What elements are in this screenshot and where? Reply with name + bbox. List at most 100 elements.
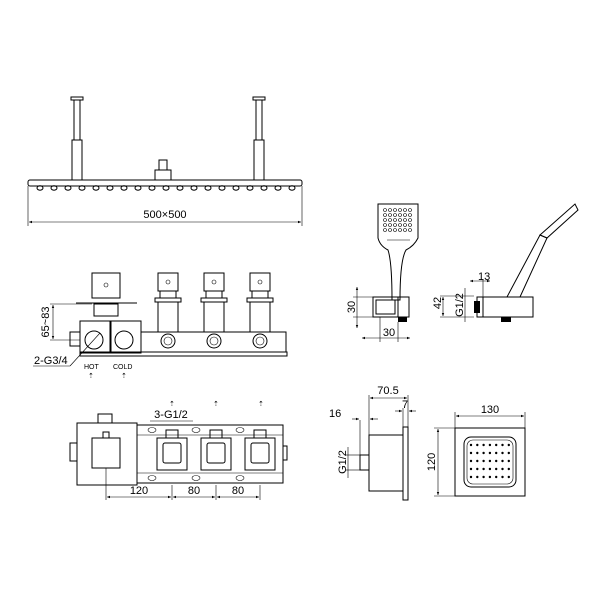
handle — [249, 272, 271, 292]
jet-hole — [488, 459, 492, 463]
spray-hole — [388, 228, 392, 232]
jet-depth-label: 70.5 — [377, 385, 398, 397]
jet-height-label: 120 — [426, 453, 438, 471]
spacing-label-1: 120 — [130, 485, 148, 497]
svg-text:⇡: ⇡ — [88, 372, 94, 380]
jet-hole — [501, 451, 504, 455]
outlet — [253, 429, 267, 439]
jet-hole — [476, 459, 479, 463]
hand-shower-front: 30 30 — [346, 203, 419, 342]
handle-dot — [165, 279, 171, 285]
jet-hole — [507, 459, 510, 463]
hand-height-label: 30 — [346, 301, 358, 313]
spray-hole — [393, 213, 397, 217]
handle-neck — [159, 290, 177, 299]
slot — [147, 427, 157, 433]
svg-text:⇡: ⇡ — [213, 400, 219, 408]
hand-shower-side: 13 42 G1/2 — [432, 203, 579, 322]
spray-hole — [403, 213, 407, 217]
module-cap — [250, 442, 270, 464]
spray-hole — [383, 208, 387, 212]
outlet — [209, 429, 223, 439]
jet-hole — [495, 443, 498, 447]
spray-hole — [403, 218, 407, 222]
port-inner — [209, 336, 219, 346]
handle — [203, 272, 225, 292]
nozzle — [92, 185, 100, 191]
valve-depth-label: 65~83 — [40, 307, 52, 338]
spacing-label-2: 80 — [188, 485, 200, 497]
jet-hole — [488, 475, 492, 479]
port — [206, 333, 222, 349]
handle — [157, 272, 179, 292]
jet-hole — [488, 467, 492, 471]
rain-shower-size-label: 500×500 — [143, 209, 186, 221]
port-inner — [255, 336, 265, 346]
spray-hole — [383, 223, 387, 227]
port — [160, 333, 176, 349]
jet-hole — [501, 475, 504, 479]
jet-hole — [482, 475, 485, 479]
hand-width-label: 30 — [383, 327, 395, 339]
spray-hole — [383, 228, 387, 232]
cartridge — [249, 301, 271, 333]
nozzle — [190, 185, 198, 191]
nozzle — [106, 185, 114, 191]
cold-label: COLD — [113, 364, 132, 371]
spray-hole — [403, 208, 407, 212]
jet-hole — [469, 443, 473, 447]
valve-plan-view: ⇡ ⇡ ⇡ 3-G1/2 120 80 80 — [69, 400, 288, 500]
spray-hole — [388, 208, 392, 212]
jet-hole — [501, 467, 504, 471]
jet-hole — [495, 451, 498, 455]
spacing-label-3: 80 — [232, 485, 244, 497]
spray-hole — [393, 223, 397, 227]
slot — [235, 427, 245, 433]
hand-offset-label: 13 — [478, 271, 490, 283]
flange — [200, 297, 228, 303]
cartridge — [203, 301, 225, 333]
spray-hole — [388, 213, 392, 217]
handle-dot — [211, 279, 217, 285]
jet-hole — [476, 475, 479, 479]
jet-hole — [482, 467, 485, 471]
nozzle — [78, 185, 86, 191]
jet-hole — [507, 451, 510, 455]
nozzle — [288, 185, 296, 191]
jet-hole — [469, 467, 473, 471]
nozzle — [176, 185, 184, 191]
nozzle — [204, 185, 212, 191]
spray-hole — [408, 218, 412, 222]
cartridge — [157, 301, 179, 333]
jet-hole — [507, 475, 510, 479]
jet-hole — [507, 443, 510, 447]
jet-hole — [469, 451, 473, 455]
jet-hole — [476, 443, 479, 447]
outlet — [165, 429, 179, 439]
svg-text:⇡: ⇡ — [258, 400, 264, 408]
spray-hole — [393, 208, 397, 212]
nozzle — [120, 185, 128, 191]
valve-front-view: 65~83 2-G3/4 HOT COLD ⇡ ⇡ — [33, 272, 288, 380]
spray-hole — [398, 213, 402, 217]
spray-hole — [408, 223, 412, 227]
spray-hole — [403, 228, 407, 232]
spray-hole — [383, 218, 387, 222]
handle-dot — [257, 279, 263, 285]
svg-text:⇡: ⇡ — [169, 400, 175, 408]
bracket-label: 42 — [432, 297, 444, 309]
jet-hole — [488, 451, 492, 455]
rain-shower-head: 500×500 — [27, 96, 303, 226]
jet-hole — [482, 459, 485, 463]
jet-hole — [469, 475, 473, 479]
nozzle — [134, 185, 142, 191]
jet-hole — [495, 475, 498, 479]
spray-hole — [408, 213, 412, 217]
slot — [147, 475, 157, 481]
spray-hole — [403, 223, 407, 227]
body-jet-side: 70.5 16 7 G1/2 — [329, 385, 416, 501]
nozzle — [36, 185, 44, 191]
module — [200, 437, 232, 471]
